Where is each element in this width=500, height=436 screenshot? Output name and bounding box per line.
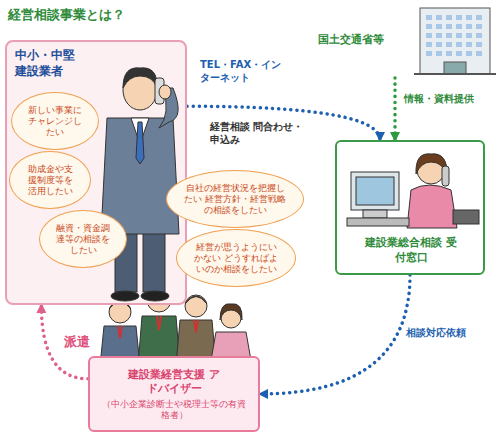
node-text: 経営が思うようにいかない どうすればよいのか相談をしたい (192, 242, 280, 274)
node-text: （中小企業診断士や税理士等の有資格者） (98, 399, 250, 422)
wish-bubble: 融資・資金調達等の相談をしたい (39, 210, 127, 268)
reception-box: 建設業総合相談 受付窓口 (335, 140, 485, 275)
node-text: 建設業総合相談 受付窓口 (365, 236, 457, 265)
node-text: 融資・資金調達等の相談をしたい (55, 223, 111, 255)
node-text: 建設業経営支援 アドバイザー (124, 368, 224, 397)
note-label: 経営相談 問合わせ・申込み (210, 120, 306, 146)
node-text: 新しい事業にチャレンジしたい (27, 105, 83, 137)
reception-staff-illustration (341, 144, 483, 230)
edge-label: 情報・資料提供 (404, 92, 496, 105)
ministry-building-illustration (414, 4, 496, 76)
node-text: 中小・中堅 建設業者 (15, 48, 89, 79)
businessman-illustration (93, 58, 187, 304)
diagram-title: 経営相談事業とは？ (8, 6, 125, 24)
advisor-box: 建設業経営支援 アドバイザー（中小企業診断士や税理士等の有資格者） (88, 356, 260, 432)
node-text: 助成金や支援制度等を活用したい (25, 164, 75, 196)
wish-bubble: 自社の経営状況を把握したい 経営方針・経営戦略の相談をしたい (166, 170, 304, 228)
wish-bubble: 経営が思うようにいかない どうすればよいのか相談をしたい (176, 229, 296, 287)
wish-bubble: 助成金や支援制度等を活用したい (9, 151, 91, 209)
contractor-panel: 中小・中堅 建設業者新しい事業にチャレンジしたい助成金や支援制度等を活用したい融… (5, 40, 187, 305)
node-text: 国土交通省等 (318, 32, 384, 47)
edge-label: TEL・FAX・インターネット (200, 58, 286, 84)
edge-label: 相談対応依頼 (406, 326, 486, 339)
dotted-arrow (393, 78, 397, 140)
dotted-arrow (260, 275, 410, 394)
edge-label: 派遣 (64, 334, 104, 351)
wish-bubble: 新しい事業にチャレンジしたい (11, 92, 99, 150)
ministry-node: 国土交通省等 (318, 4, 496, 78)
node-text: 自社の経営状況を把握したい 経営方針・経営戦略の相談をしたい (182, 183, 288, 215)
